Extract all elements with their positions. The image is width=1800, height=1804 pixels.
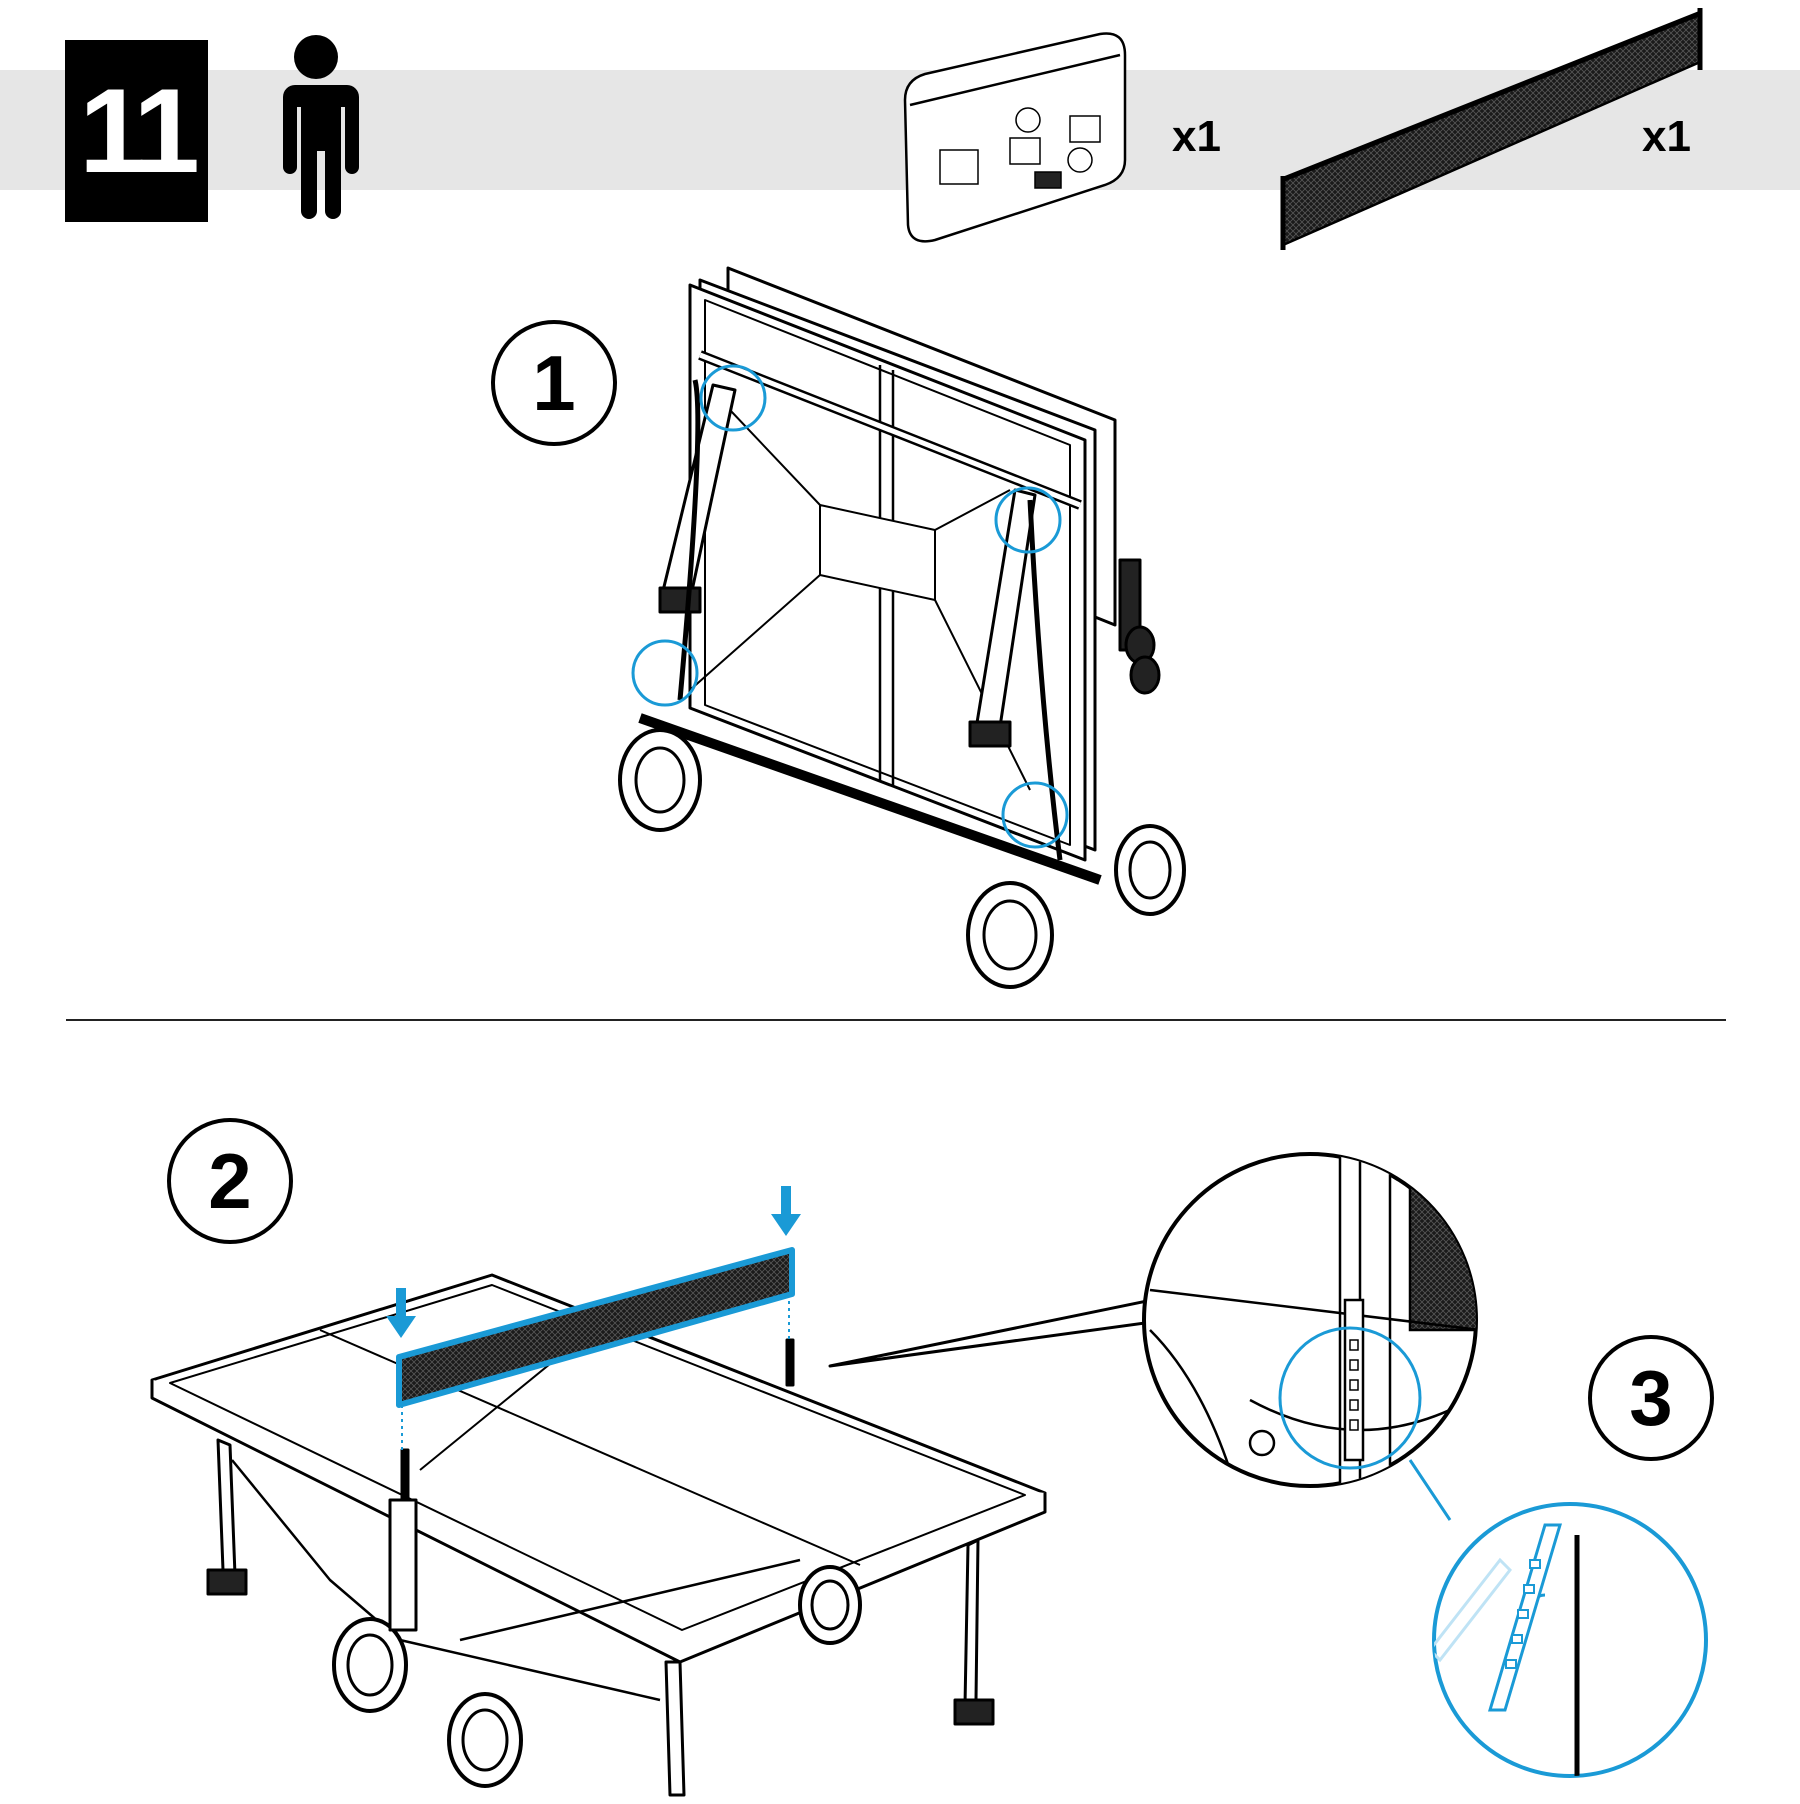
detail-zoom-circle-2 bbox=[1432, 1502, 1708, 1778]
step-number-badge: 11 bbox=[65, 40, 208, 222]
net-placement bbox=[396, 1247, 795, 1450]
cover-quantity: x1 bbox=[1172, 112, 1221, 161]
net-quantity: x1 bbox=[1642, 112, 1691, 161]
instruction-cover-illustration bbox=[903, 32, 1127, 243]
open-table-illustration bbox=[150, 1273, 1047, 1797]
down-arrow-icons bbox=[386, 1186, 801, 1338]
detail-zoom-circle bbox=[1142, 1152, 1478, 1521]
step-3-label: 3 bbox=[1588, 1335, 1714, 1461]
net-illustration bbox=[1280, 8, 1703, 250]
section-divider bbox=[66, 1019, 1726, 1021]
step-2-label: 2 bbox=[167, 1118, 293, 1244]
lock-highlight-circles bbox=[631, 364, 1069, 849]
step-1-label: 1 bbox=[491, 320, 617, 446]
folded-table-illustration bbox=[618, 266, 1186, 989]
